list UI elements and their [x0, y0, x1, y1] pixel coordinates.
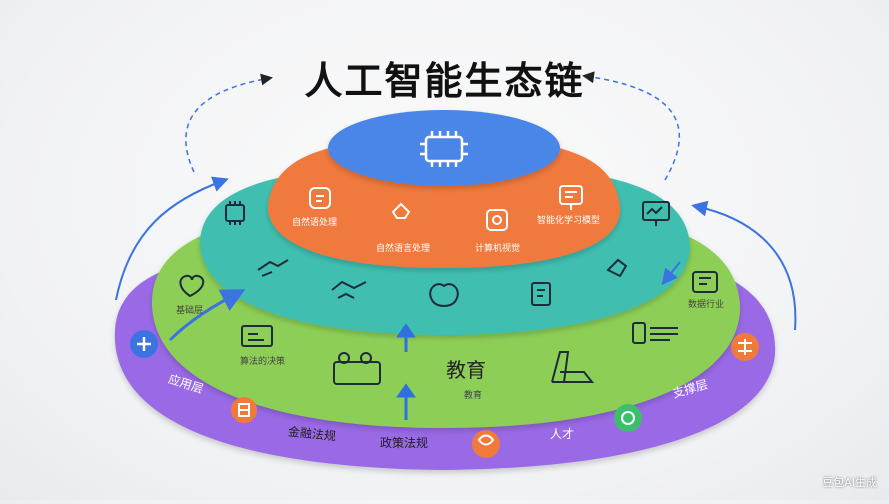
top-core-layer [328, 110, 560, 186]
classroom-icon [333, 352, 381, 385]
left-flow-arrow [115, 176, 229, 301]
factory-icon [692, 271, 718, 293]
document-icon [531, 282, 551, 306]
cpu-small-icon [225, 201, 245, 225]
nlp-icon [309, 187, 331, 209]
center-up-arrows [396, 323, 416, 420]
left-dashed-arrow [185, 73, 273, 173]
heart-icon [179, 274, 205, 298]
foundation-layer-label: 基础层 [176, 306, 204, 316]
diagram-title: 人工智能生态链 [304, 59, 585, 103]
talent-label: 人才 [550, 427, 575, 441]
right-flow-arrow [691, 200, 797, 331]
report-icon [632, 322, 678, 344]
chip-icon [420, 131, 468, 167]
data-industry-caption: 数据行业 [688, 300, 725, 310]
orange-item-4: 智能化学习模型 [537, 216, 601, 226]
language-icon [391, 202, 411, 219]
badge-talent [614, 404, 642, 432]
orange-item-1: 自然语处理 [292, 218, 338, 228]
education-caption: 教育 [464, 391, 483, 401]
right-dashed-arrow [582, 71, 681, 181]
orange-item-3: 计算机视觉 [475, 244, 521, 254]
brain-icon [429, 283, 459, 307]
handshake-icon [331, 280, 367, 299]
vision-icon [486, 209, 508, 231]
model-icon [559, 185, 583, 210]
left-inner-arrow [168, 289, 246, 342]
policy-law-label: 政策法规 [380, 436, 429, 450]
right-inner-arrow [661, 261, 681, 286]
robot-arm-icon [606, 258, 628, 278]
monitor-chart-icon [642, 201, 670, 226]
display-icon [241, 325, 273, 347]
hands-icon [257, 259, 289, 277]
education-label: 教育 [446, 358, 486, 382]
watermark: 豆包AI生成 [822, 476, 877, 489]
orange-item-2: 自然语言处理 [376, 244, 431, 254]
algorithm-caption: 算法的决策 [240, 357, 286, 367]
robot-icon [551, 351, 595, 383]
